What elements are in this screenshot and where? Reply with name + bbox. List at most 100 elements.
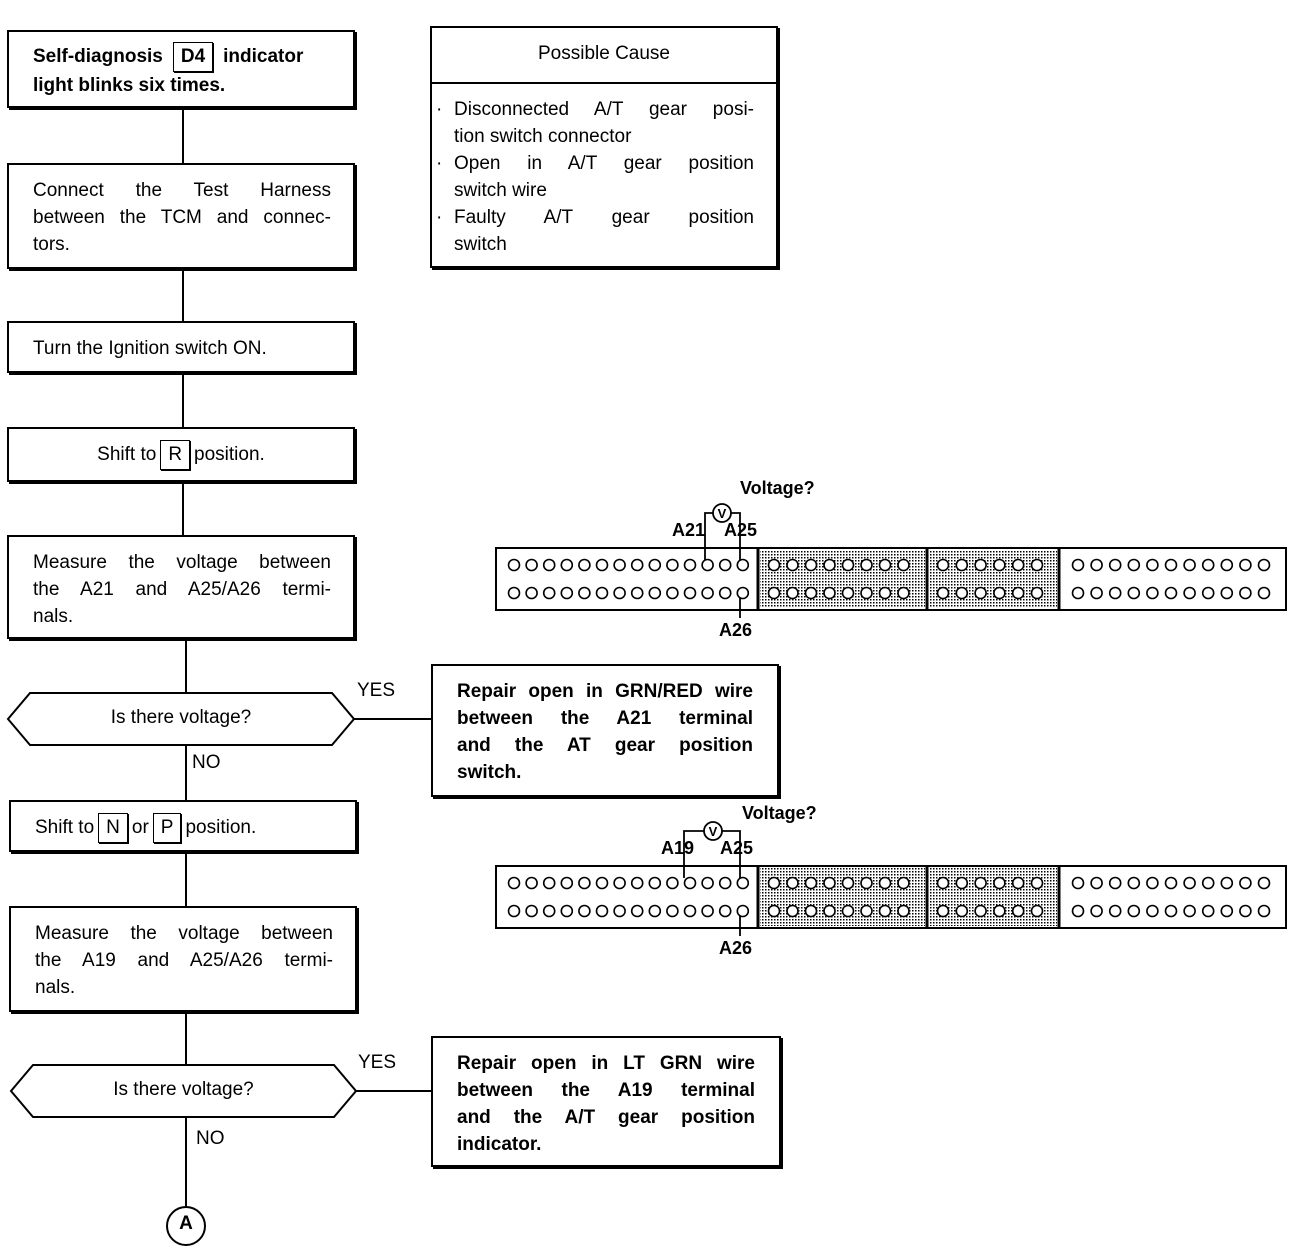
possible-cause-box: Possible Cause Disconnected A/T gear pos…	[430, 26, 778, 268]
flow-line	[182, 106, 184, 164]
connector-pin	[507, 558, 521, 572]
probe-wire	[704, 512, 741, 560]
connector-pin	[1220, 876, 1234, 890]
connector-pin	[736, 558, 750, 572]
connector-pin	[630, 876, 644, 890]
decision-is-there-voltage-1: Is there voltage?	[110, 707, 252, 728]
connector-pin	[1030, 586, 1044, 600]
connector-pin	[993, 558, 1006, 572]
connector-pin	[1164, 558, 1178, 572]
connector-pin	[897, 586, 910, 600]
step-text: Shift to	[35, 817, 95, 838]
connector-pin	[936, 558, 950, 572]
connector-pin	[1239, 558, 1252, 572]
connector-pin	[701, 586, 714, 600]
yes-line	[354, 1090, 432, 1092]
connector-pin	[1127, 586, 1141, 600]
connector-pin	[1164, 904, 1178, 918]
flow-line	[185, 640, 187, 694]
flow-line	[185, 1012, 187, 1066]
voltmeter-symbol: V	[709, 824, 718, 839]
voltmeter-icon	[703, 821, 723, 841]
connector-pin	[974, 876, 987, 890]
terminal-label-a21: A21	[672, 520, 706, 540]
connector-pin	[1146, 904, 1159, 918]
step-text: tors.	[33, 234, 70, 255]
connector-pin	[767, 558, 781, 572]
connector-pin	[1108, 876, 1122, 890]
cause-text: Faulty A/T gear position	[454, 207, 754, 228]
step-text: Shift to	[97, 444, 157, 465]
connector-pin	[1257, 904, 1271, 918]
connector-pin	[613, 586, 626, 600]
connector-pin	[786, 904, 799, 918]
connector-pin	[1108, 586, 1122, 600]
connector-pin	[507, 904, 521, 918]
result-text: and the AT gear position	[457, 735, 753, 756]
connector-pin	[525, 558, 538, 572]
cause-item: Disconnected A/T gear posi- tion switch …	[432, 96, 754, 150]
result-text: and the A/T gear position	[457, 1107, 755, 1128]
cause-text: Disconnected A/T gear posi-	[454, 99, 754, 120]
connector-pin	[1108, 558, 1122, 572]
connector-pin	[1011, 876, 1025, 890]
yes-label: YES	[358, 1052, 397, 1073]
connector-pin	[936, 876, 950, 890]
cause-text: Open in A/T gear position	[454, 153, 754, 174]
connector-pin	[936, 904, 950, 918]
connector-shaded-section	[760, 550, 925, 608]
p-position-key: P	[152, 813, 182, 843]
connector-pin	[1183, 558, 1196, 572]
connector-pin	[841, 558, 855, 572]
connector-pin	[860, 558, 873, 572]
connector-pin	[1011, 586, 1025, 600]
connector-pin	[718, 876, 732, 890]
connector-pin	[507, 876, 521, 890]
connector-pin	[1011, 558, 1025, 572]
connector-pin	[897, 904, 910, 918]
connector-pin	[841, 876, 855, 890]
connector-pin	[767, 904, 781, 918]
connector-pin	[1146, 586, 1159, 600]
tcm-connector-diagram-2: V	[495, 821, 1287, 936]
connector-pin	[955, 876, 969, 890]
connector-pin	[1239, 904, 1252, 918]
connector-pin	[1183, 904, 1196, 918]
step-text: nals.	[35, 977, 76, 998]
connector-pin	[1127, 904, 1141, 918]
connector-pin	[767, 586, 781, 600]
connector-pin	[897, 558, 910, 572]
connector-pin	[860, 904, 873, 918]
flow-line	[182, 268, 184, 322]
connector-pin	[993, 904, 1006, 918]
connector-pin	[786, 876, 799, 890]
result-text: switch.	[457, 762, 522, 783]
connector-pin	[736, 586, 750, 600]
connector-pin	[1071, 904, 1085, 918]
connector-pin	[578, 904, 591, 918]
connector-pin	[1127, 876, 1141, 890]
connector-pin	[974, 904, 987, 918]
cause-item: Faulty A/T gear position switch	[432, 204, 754, 258]
repair-lt-grn-wire: Repair open in LT GRN wire between the A…	[431, 1036, 781, 1167]
connector-pin	[595, 904, 609, 918]
connector-pin	[560, 904, 574, 918]
step-text: light blinks six times.	[33, 75, 226, 96]
connector-pin	[1201, 586, 1215, 600]
connector-pin	[823, 876, 836, 890]
step-ignition-on: Turn the Ignition switch ON.	[7, 321, 355, 373]
flow-line	[182, 372, 184, 428]
connector-pin	[1030, 904, 1044, 918]
connector-pin	[1201, 558, 1215, 572]
connector-pin	[841, 586, 855, 600]
terminal-label-a25: A25	[720, 838, 754, 858]
connector-pin	[974, 586, 987, 600]
decision-is-there-voltage-2: Is there voltage?	[113, 1079, 254, 1100]
result-text: indicator.	[457, 1134, 542, 1155]
step-text: Turn the Ignition switch ON.	[33, 338, 267, 359]
step-text: Measure the voltage between	[33, 552, 331, 573]
connector-pin	[578, 876, 591, 890]
connector-pin	[542, 586, 556, 600]
connector-pin	[560, 558, 574, 572]
connector-pin	[1183, 876, 1196, 890]
